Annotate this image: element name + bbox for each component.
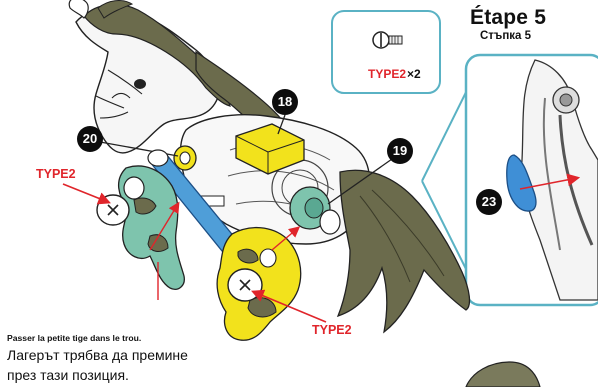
part-20-yellow-ring	[174, 146, 196, 170]
red-arrow-left	[63, 184, 108, 202]
next-step-preview	[466, 362, 540, 387]
bottom-screw-cap	[228, 269, 262, 301]
callout-18: 18	[272, 89, 298, 115]
type2-label-left: TYPE2	[36, 167, 76, 181]
type2-label-bottom: TYPE2	[312, 323, 352, 337]
callout-19: 19	[387, 138, 413, 164]
step-title: Étape 5	[470, 6, 546, 30]
horse-tail	[338, 170, 469, 332]
screw-type-label: TYPE2	[368, 67, 406, 81]
screw-quantity: ×2	[407, 67, 421, 81]
callout-23: 23	[476, 189, 502, 215]
note-bulgarian-line1: Лагерът трябва да премине	[7, 347, 188, 363]
note-bulgarian-line2: през тази позиция.	[7, 367, 129, 383]
callout-20: 20	[77, 126, 103, 152]
note-french: Passer la petite tige dans le trou.	[7, 333, 141, 343]
step-subtitle: Стъпка 5	[480, 30, 531, 42]
